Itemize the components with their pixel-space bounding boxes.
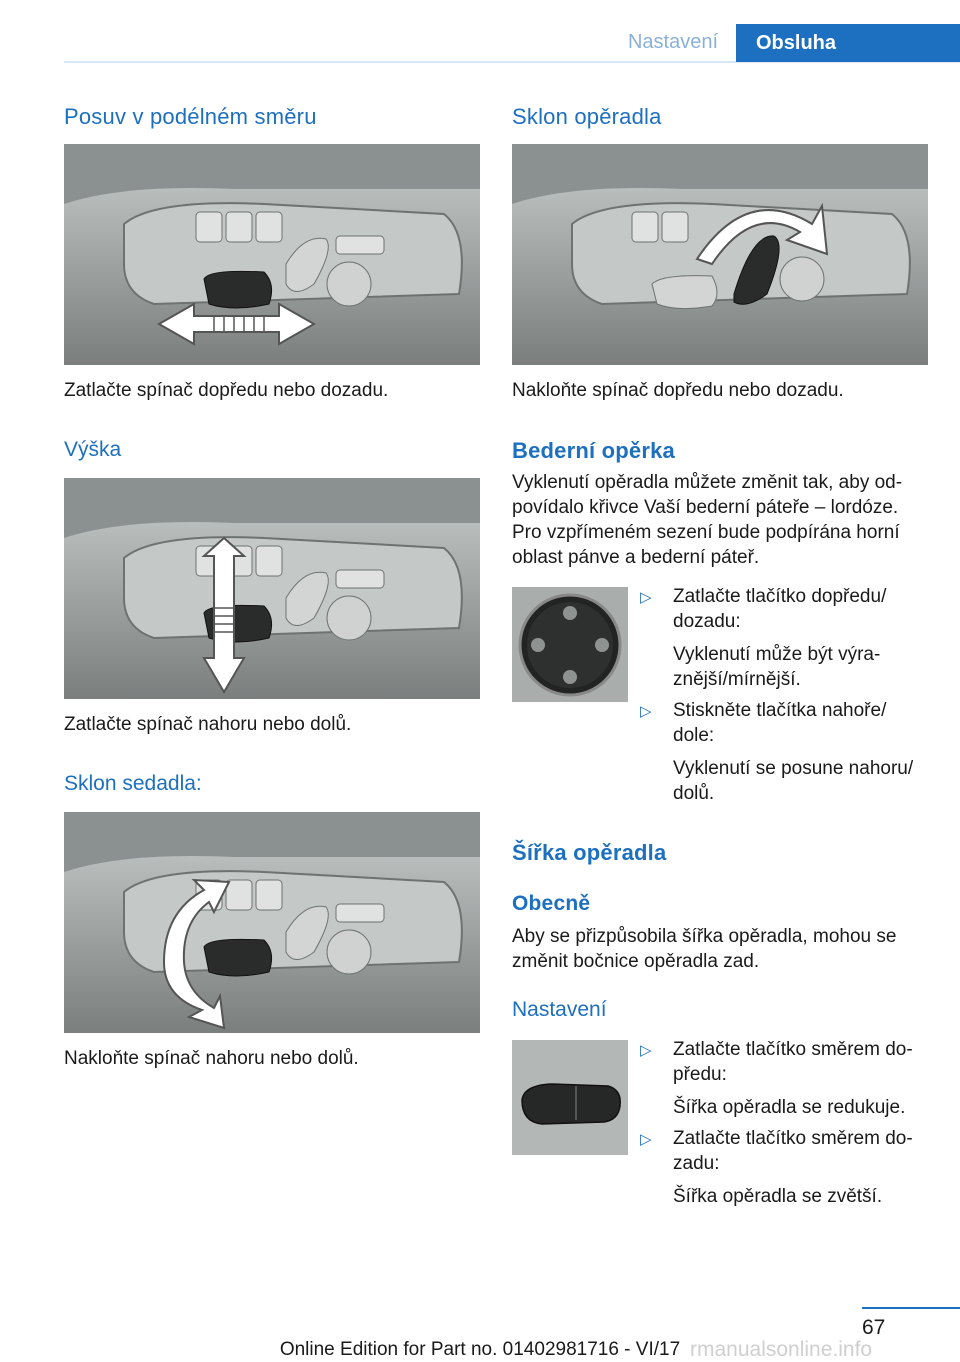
figure-lumbar-button bbox=[512, 587, 628, 702]
section-title-seat-tilt: Sklon sedadla: bbox=[64, 772, 202, 795]
figure-seat-tilt bbox=[64, 812, 480, 1033]
page-number: 67 bbox=[862, 1316, 886, 1339]
seat-switch-illustration bbox=[64, 144, 480, 365]
text-line: dole: bbox=[673, 725, 715, 746]
text-line: Zatlačte tlačítko směrem do- bbox=[673, 1039, 913, 1060]
text-line: dozadu: bbox=[673, 611, 741, 632]
section-tab[interactable]: Nastavení bbox=[627, 31, 719, 53]
subheading-general: Obecně bbox=[512, 892, 591, 915]
lumbar-description: Vyklenutí opěradla můžete změnit tak, ab… bbox=[512, 470, 932, 570]
width-step-1: Zatlačte tlačítko směrem do- předu: Šířk… bbox=[673, 1037, 913, 1120]
text-line: Vyklenutí se posune nahoru/ bbox=[673, 758, 914, 779]
caption-height: Zatlačte spínač nahoru nebo dolů. bbox=[64, 714, 352, 735]
figure-backrest-tilt bbox=[512, 144, 928, 365]
width-step-2: Zatlačte tlačítko směrem do- zadu: Šířka… bbox=[673, 1126, 913, 1209]
caption-longitudinal: Zatlačte spínač dopředu nebo dozadu. bbox=[64, 380, 389, 401]
chapter-tab[interactable]: Obsluha bbox=[736, 24, 960, 62]
figure-height bbox=[64, 478, 480, 699]
text-line: Aby se přizpůsobila šířka opěradla, moho… bbox=[512, 926, 897, 947]
figure-longitudinal bbox=[64, 144, 480, 365]
triangle-right-icon: ▷ bbox=[640, 1042, 652, 1059]
section-title-backrest-tilt: Sklon opěradla bbox=[512, 104, 662, 129]
watermark: rmanualsonline.info bbox=[690, 1338, 873, 1361]
text-line: Šířka opěradla se redukuje. bbox=[673, 1097, 906, 1118]
caption-backrest-tilt: Nakloňte spínač dopředu nebo dozadu. bbox=[512, 380, 844, 401]
text-line: povídalo křivce Vaší bederní páteře – lo… bbox=[512, 497, 899, 518]
section-title-height: Výška bbox=[64, 438, 122, 461]
text-line: dolů. bbox=[673, 783, 715, 804]
lumbar-switch-illustration bbox=[512, 587, 628, 702]
text-line: změnit bočnice opěradla zad. bbox=[512, 951, 760, 972]
lumbar-step-2: Stiskněte tlačítka nahoře/ dole: Vyklenu… bbox=[673, 698, 913, 806]
triangle-right-icon: ▷ bbox=[640, 589, 652, 606]
text-line: Zatlačte tlačítko směrem do- bbox=[673, 1128, 913, 1149]
section-title-lumbar: Bederní opěrka bbox=[512, 438, 675, 463]
text-line: oblast pánve a bederní páteř. bbox=[512, 547, 760, 568]
text-line: Šířka opěradla se zvětší. bbox=[673, 1186, 883, 1207]
text-line: Pro vzpřímeném sezení bude podpírána hor… bbox=[512, 522, 900, 543]
edition-note: Online Edition for Part no. 01402981716 … bbox=[279, 1339, 681, 1360]
header-rule bbox=[64, 61, 960, 63]
text-line: Stiskněte tlačítka nahoře/ bbox=[673, 700, 887, 721]
footer-rule bbox=[862, 1307, 960, 1309]
text-line: Zatlačte tlačítko dopředu/ bbox=[673, 586, 887, 607]
seat-switch-illustration bbox=[512, 144, 928, 365]
section-title-longitudinal: Posuv v podélném směru bbox=[64, 104, 317, 129]
width-description: Aby se přizpůsobila šířka opěradla, moho… bbox=[512, 924, 932, 974]
text-line: znější/mírnější. bbox=[673, 669, 801, 690]
triangle-right-icon: ▷ bbox=[640, 1131, 652, 1148]
text-line: předu: bbox=[673, 1064, 727, 1085]
width-switch-illustration bbox=[512, 1040, 628, 1155]
section-title-backrest-width: Šířka opěradla bbox=[512, 840, 667, 865]
seat-switch-illustration bbox=[64, 812, 480, 1033]
triangle-right-icon: ▷ bbox=[640, 703, 652, 720]
figure-width-button bbox=[512, 1040, 628, 1155]
text-line: Vyklenutí opěradla můžete změnit tak, ab… bbox=[512, 472, 903, 493]
text-line: zadu: bbox=[673, 1153, 720, 1174]
seat-switch-illustration bbox=[64, 478, 480, 699]
caption-seat-tilt: Nakloňte spínač nahoru nebo dolů. bbox=[64, 1048, 359, 1069]
text-line: Vyklenutí může být výra- bbox=[673, 644, 881, 665]
subheading-adjustment: Nastavení bbox=[512, 998, 607, 1021]
lumbar-step-1: Zatlačte tlačítko dopředu/ dozadu: Vykle… bbox=[673, 584, 886, 692]
